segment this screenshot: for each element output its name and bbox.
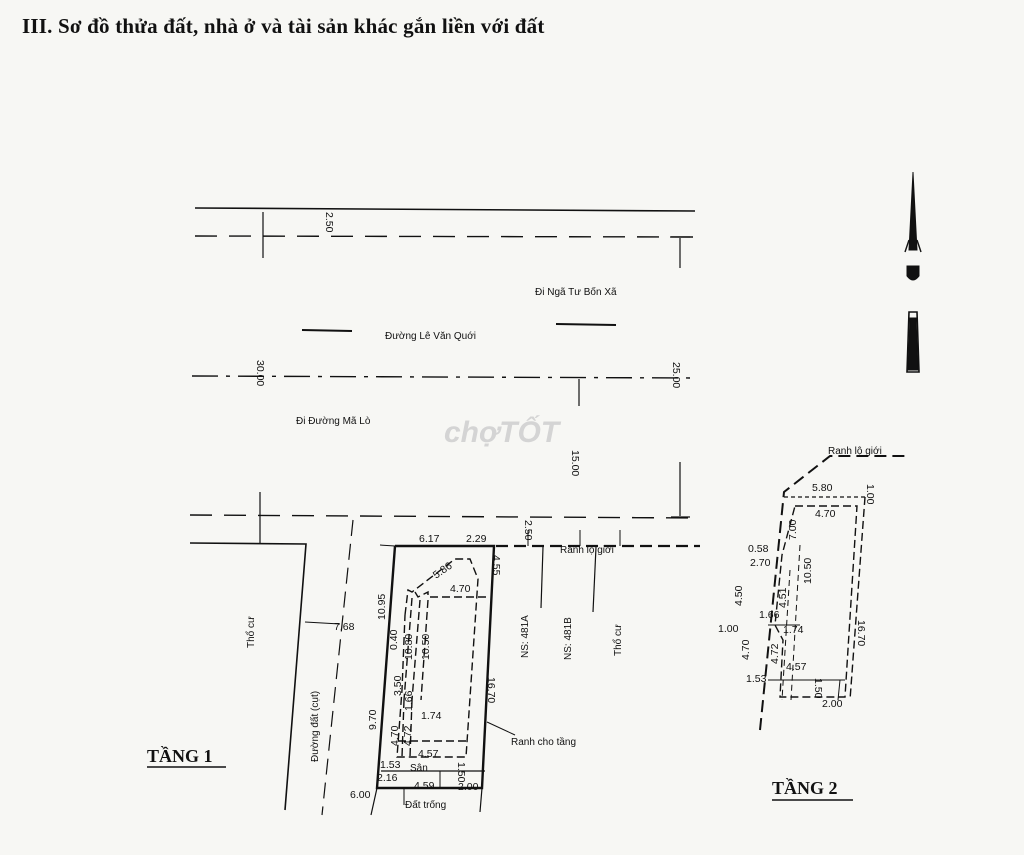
dim-10-80: 10.80 <box>403 634 415 660</box>
dim-4-70-c: 4.70 <box>815 508 836 520</box>
dim-1-66-a: 1.66 <box>403 690 415 711</box>
dim-10-95: 10.95 <box>376 594 388 620</box>
floor1-label: TẦNG 1 <box>147 745 213 766</box>
dim-1-00-b: 1.00 <box>718 623 739 635</box>
empty-land-label: Đất trống <box>405 799 446 811</box>
ns-481a: NS: 481A <box>520 615 531 658</box>
lane-label: Đường đất (cụt) <box>309 691 321 762</box>
dim-4-50: 4.50 <box>733 585 745 606</box>
dim-4-51: 4.51 <box>777 587 789 608</box>
dim-0-40: 0.40 <box>388 629 400 650</box>
dim-4-70-a: 4.70 <box>450 583 471 595</box>
road-name: Đường Lê Văn Quới <box>385 331 476 342</box>
dim-1-50-a: 1.50 <box>455 762 467 783</box>
dim-16-70-a: 16.70 <box>485 677 497 703</box>
road-lines <box>189 207 696 543</box>
dim-2-00-a: 2.00 <box>458 781 479 793</box>
tang1-lot <box>370 544 496 816</box>
dim-1-53-b: 1.53 <box>746 673 767 685</box>
dim-10-50-b: 10.50 <box>802 558 814 584</box>
dim-3-50: 3.50 <box>392 675 404 696</box>
dim-4-57-b: 4.57 <box>786 661 807 673</box>
floor2-label: TẦNG 2 <box>772 777 838 798</box>
dim-2-29: 2.29 <box>466 533 487 545</box>
dim-1-66-b: 1.66 <box>759 609 780 621</box>
ns-481b: NS: 481B <box>563 617 574 660</box>
neighbor-left: Thổ cư <box>245 616 257 648</box>
tang1-surroundings <box>189 519 700 816</box>
dim-5-80: 5.80 <box>812 482 833 494</box>
dim-1-50-b: 1.50 <box>812 678 824 699</box>
tang2-outline <box>759 455 905 731</box>
heading: III. Sơ đồ thửa đất, nhà ở và tài sản kh… <box>22 14 545 38</box>
dim-4-72-a: 4.72 <box>402 725 414 746</box>
dim-10-50-a: 10.50 <box>420 634 432 660</box>
dim-4-55: 4.55 <box>490 555 502 576</box>
dim-16-70-b: 16.70 <box>855 620 867 646</box>
dim-7-68: 7.68 <box>334 621 355 633</box>
neighbor-right: Thổ cư <box>612 624 624 656</box>
direction-east: Đi Ngã Tư Bốn Xã <box>535 286 617 298</box>
dim-2-16: 2.16 <box>377 772 398 784</box>
dim-4-70-b: 4.70 <box>389 725 401 746</box>
dim-0-58: 0.58 <box>748 543 769 555</box>
dim-5-86: 5.86 <box>431 560 455 582</box>
boundary-label-2: Ranh lộ giới <box>828 446 882 457</box>
dim-1-00-a: 1.00 <box>864 484 876 505</box>
dim-4-70-d: 4.70 <box>740 639 752 660</box>
dim-25-00: 25.00 <box>670 362 682 388</box>
dim-4-72-b: 4.72 <box>769 643 781 664</box>
yard-label: Sân <box>410 763 428 774</box>
dim-1-74-b: 1.74 <box>783 624 804 636</box>
dim-6-17: 6.17 <box>419 533 440 545</box>
dim-9-70: 9.70 <box>367 709 379 730</box>
tang1-building <box>396 558 490 758</box>
floor-boundary-leader <box>486 721 516 736</box>
dim-4-57-a: 4.57 <box>418 748 439 760</box>
direction-west: Đi Đường Mã Lò <box>296 416 371 427</box>
dim-6-00: 6.00 <box>350 789 371 801</box>
dim-2-70: 2.70 <box>750 557 771 569</box>
boundary-label-1: Ranh lộ giới <box>560 545 614 556</box>
floor-boundary-label: Ranh cho tầng <box>511 736 576 748</box>
north-arrow-icon <box>904 171 922 373</box>
dim-30-00: 30.00 <box>254 360 266 386</box>
dim-2-00-b: 2.00 <box>822 698 843 710</box>
direction-arrows <box>301 323 617 332</box>
dim-1-74-a: 1.74 <box>421 710 442 722</box>
watermark: chợTỐT <box>444 415 562 449</box>
dim-2-50-top: 2.50 <box>323 212 335 233</box>
dim-15-00: 15.00 <box>569 450 581 476</box>
dim-4-59: 4.59 <box>414 780 435 792</box>
dim-1-53-a: 1.53 <box>380 759 401 771</box>
dim-7-00: 7.00 <box>787 519 799 540</box>
